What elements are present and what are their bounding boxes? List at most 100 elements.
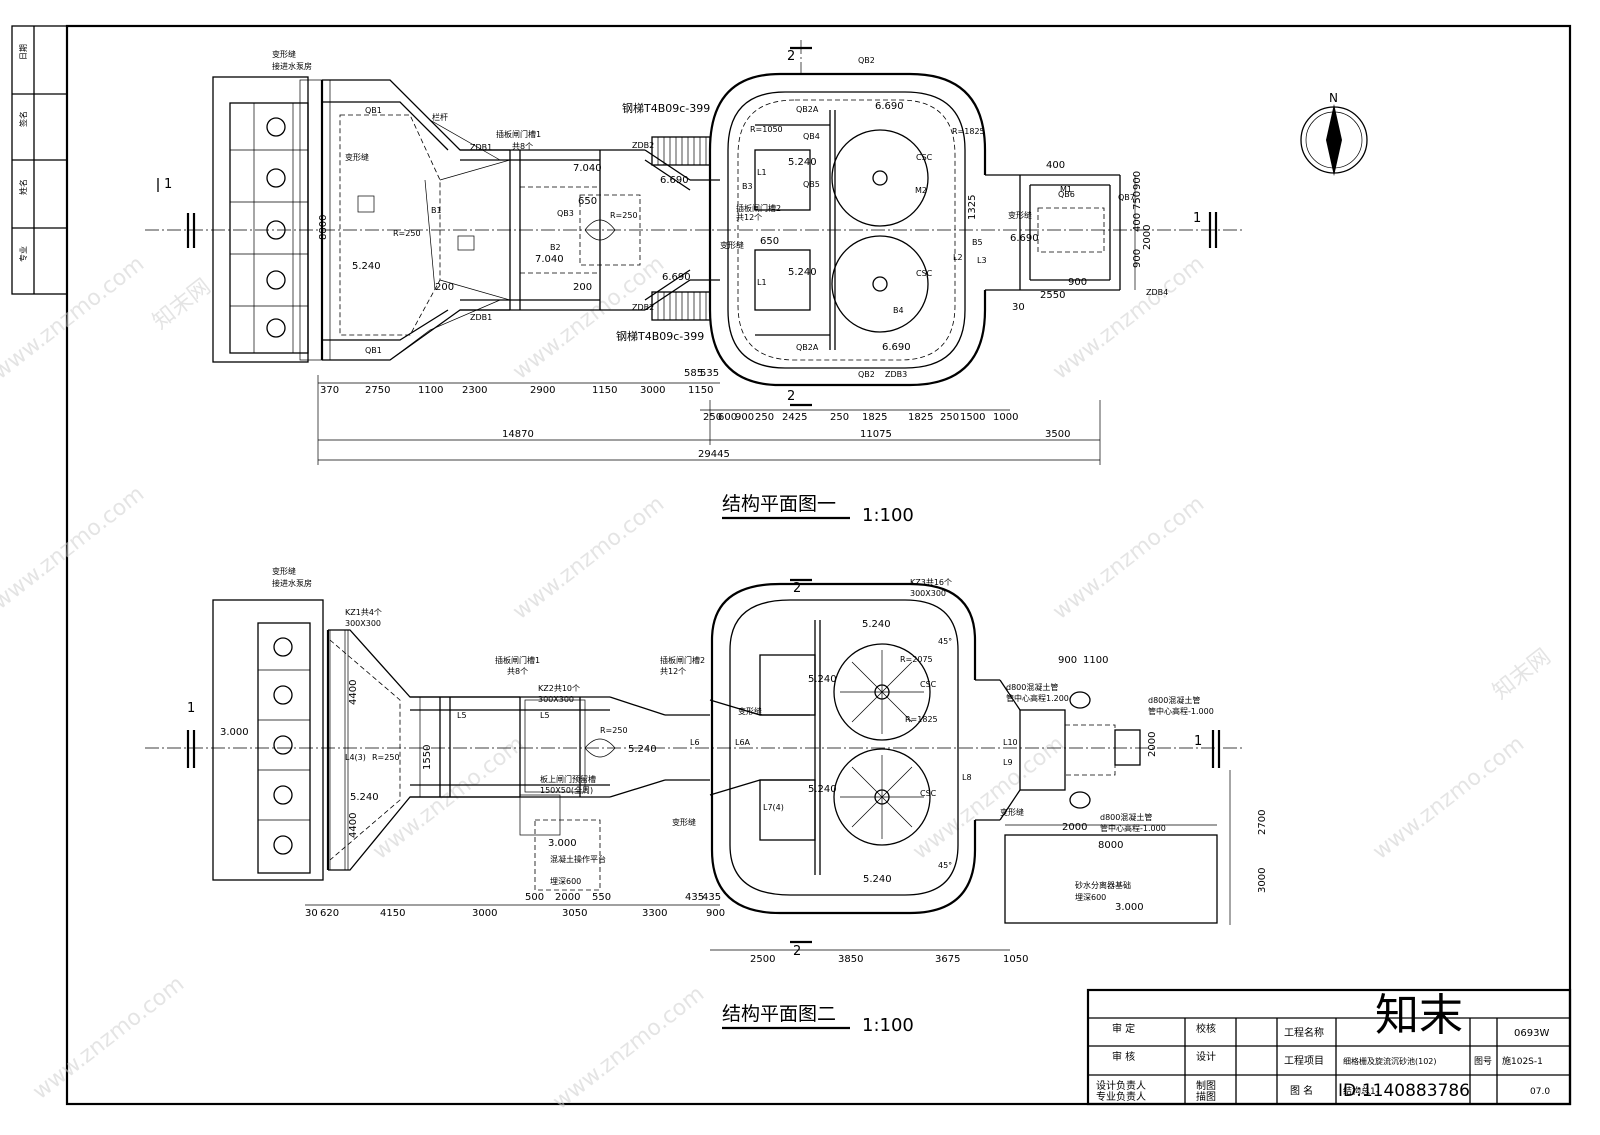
label: d800混凝土管 xyxy=(1100,812,1152,822)
svg-text:1: 1 xyxy=(164,177,172,192)
dim: 3000 xyxy=(472,908,497,919)
plan2-pump-station xyxy=(212,599,324,881)
label: 变形缝 xyxy=(738,706,762,716)
dim: 1325 xyxy=(967,195,978,220)
dim: 1825 xyxy=(908,412,933,423)
dim: 2000 xyxy=(1147,732,1158,757)
section-marker-1-right-plan2: 1 xyxy=(1194,730,1221,768)
tb-sheji: 设计 xyxy=(1196,1050,1216,1063)
dim: 585 xyxy=(684,368,703,379)
dim: 500 xyxy=(525,892,544,903)
label: QB5 xyxy=(803,180,820,189)
label: R=250 xyxy=(393,229,421,238)
label: B1 xyxy=(431,206,442,215)
label: R=250 xyxy=(372,753,400,762)
label: KZ3共16个 xyxy=(910,578,952,587)
level-mark: 5.240 xyxy=(350,792,379,803)
level-mark: 7.040 xyxy=(535,254,564,265)
sidebar-date: 日期 xyxy=(19,44,28,60)
dim: 1050 xyxy=(1003,954,1028,965)
level-mark: 6.690 xyxy=(875,101,904,112)
dim: 2300 xyxy=(462,385,487,396)
dim: 435 xyxy=(702,892,721,903)
label: 共8个 xyxy=(507,667,528,676)
label: L9 xyxy=(1003,758,1013,767)
dim: 750 xyxy=(1132,191,1143,210)
dim: 1550 xyxy=(422,745,433,770)
label: d800混凝土管 xyxy=(1006,682,1058,692)
plan1-vortex-chamber-2 xyxy=(831,235,929,333)
level-mark: 6.690 xyxy=(1010,233,1039,244)
svg-text:www.znzmo.com: www.znzmo.com xyxy=(908,731,1069,864)
label: 变形缝 xyxy=(272,566,296,576)
plan1-dimension-lines xyxy=(317,80,1136,465)
tb-project-code: 0693W xyxy=(1514,1028,1549,1039)
level-mark: 5.240 xyxy=(863,874,892,885)
dim: 250 xyxy=(940,412,959,423)
tb-zhitu: 制图 xyxy=(1196,1079,1216,1092)
tb-shenhe: 审 核 xyxy=(1112,1050,1135,1063)
watermarks: www.znzmo.com www.znzmo.com www.znzmo.co… xyxy=(0,251,1556,1114)
section-marker-1-left: 1 xyxy=(157,177,196,248)
dim: 250 xyxy=(830,412,849,423)
dim: 650 xyxy=(760,236,779,247)
label: L2 xyxy=(953,253,963,262)
label: 钢梯T4B09c-399 xyxy=(616,330,704,343)
label: 共12个 xyxy=(736,213,762,222)
label: L5 xyxy=(457,711,467,720)
dim: 1150 xyxy=(592,385,617,396)
tb-gongchengmingcheng: 工程名称 xyxy=(1284,1026,1324,1039)
label: 钢梯T4B09c-399 xyxy=(622,102,710,115)
watermark-logo: 知末 xyxy=(1375,990,1463,1041)
label: ZDB2 xyxy=(632,141,654,150)
label: 埋深600 xyxy=(550,876,581,886)
dim: 4150 xyxy=(380,908,405,919)
sidebar-name: 姓名 xyxy=(18,179,28,195)
level-mark: 3.000 xyxy=(220,727,249,738)
section-marker-2-bottom: 2 xyxy=(787,389,812,407)
label: 插板闸门槽1 xyxy=(495,655,540,665)
label: 变形缝 xyxy=(720,240,744,250)
dim: 1500 xyxy=(960,412,985,423)
dim: 1150 xyxy=(688,385,713,396)
label: 插板闸门槽1 xyxy=(496,129,541,139)
section-marker-2-top-plan2: 2 xyxy=(790,578,812,596)
dim: 2550 xyxy=(1040,290,1065,301)
label: QB2A xyxy=(796,105,819,114)
plan1-outlet-channel xyxy=(985,174,1121,291)
tb-gongchengxiangmu: 工程项目 xyxy=(1284,1055,1324,1067)
tb-drawing-no: 施102S-1 xyxy=(1502,1055,1543,1067)
label: KZ2共10个 xyxy=(538,684,580,693)
tb-tuming: 图 名 xyxy=(1290,1084,1313,1097)
tb-drawing-name: 结构总1- xyxy=(1343,1085,1379,1097)
dim: 400 xyxy=(1046,160,1065,171)
plan1-grit-chamber-shell xyxy=(708,72,987,387)
label: 共12个 xyxy=(660,667,686,676)
dim: 8000 xyxy=(1098,840,1123,851)
label: 300X300 xyxy=(538,695,574,704)
plan-two: 1 1 2 2 xyxy=(145,566,1268,1036)
dim: 200 xyxy=(573,282,592,293)
label: 混凝土操作平台 xyxy=(550,854,606,864)
label: CSC xyxy=(916,269,933,278)
sidebar-sign: 签名 xyxy=(18,111,28,127)
svg-text:www.znzmo.com: www.znzmo.com xyxy=(28,971,189,1104)
svg-text:知末网: 知末网 xyxy=(148,274,215,334)
svg-text:1: 1 xyxy=(1194,734,1202,749)
label: 300X300 xyxy=(345,619,381,628)
dim: 2000 xyxy=(1062,822,1087,833)
tb-shending: 审 定 xyxy=(1112,1022,1135,1035)
level-mark: 5.240 xyxy=(862,619,891,630)
dim: 200 xyxy=(435,282,454,293)
plan2-title: 结构平面图二 xyxy=(722,1003,836,1025)
dim: 3500 xyxy=(1045,429,1070,440)
label: B2 xyxy=(550,243,561,252)
plan1-stair-top xyxy=(651,136,711,166)
dim: 250 xyxy=(703,412,722,423)
dim: 2900 xyxy=(530,385,555,396)
tb-miaotu: 描图 xyxy=(1196,1090,1216,1103)
plan2-vortex-chamber-2 xyxy=(833,748,931,846)
label: KZ1共4个 xyxy=(345,608,382,617)
